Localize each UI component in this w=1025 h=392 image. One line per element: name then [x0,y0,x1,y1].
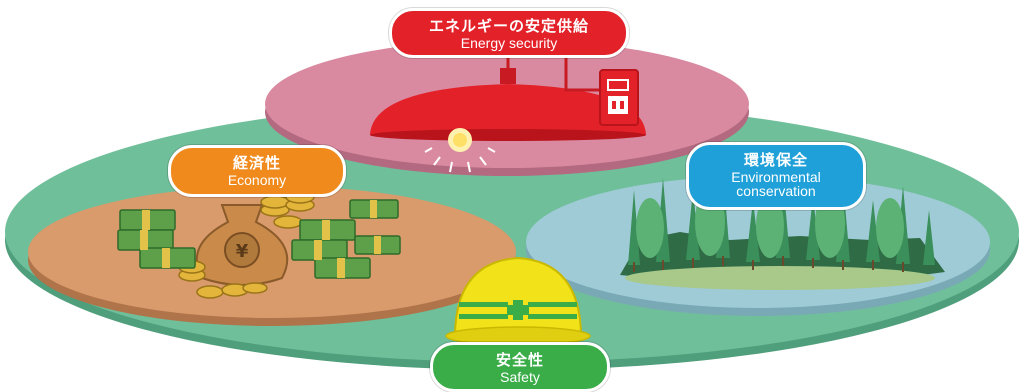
label-safety: 安全性 Safety [430,342,610,392]
economy-en: Economy [227,172,287,188]
power-outlet-icon [564,50,639,126]
coin-stack-icon [178,190,315,299]
environment-en-line1: Environmental [731,169,821,185]
environment-jp: 環境保全 [743,151,808,169]
energy-security-en: Energy security [460,35,558,51]
energy-security-jp: エネルギーの安定供給 [428,17,589,35]
forest-icon [620,170,945,290]
economy-jp: 経済性 [232,154,281,172]
label-economy: 経済性 Economy [168,145,346,197]
environment-en-line2: conservation [736,183,816,199]
label-energy-security: エネルギーの安定供給 Energy security [389,8,629,58]
safety-jp: 安全性 [495,351,544,369]
safety-en: Safety [500,369,540,385]
svg-text:¥: ¥ [236,241,249,262]
label-environmental-conservation: 環境保全 Environmental conservation [686,142,866,210]
banknote-stack-icon [117,199,401,279]
money-bag-icon: ¥ [195,204,289,286]
